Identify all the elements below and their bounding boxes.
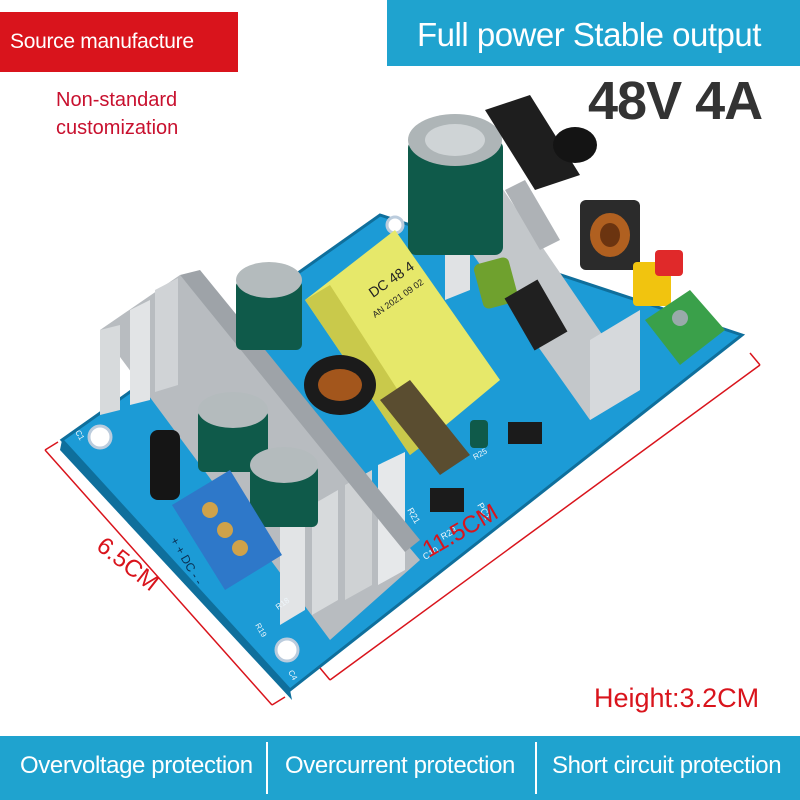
headline-banner: Full power Stable output xyxy=(387,0,800,66)
manufacturer-banner: Source manufacture xyxy=(0,12,238,72)
capacitor-small xyxy=(198,392,268,472)
optocoupler xyxy=(430,488,464,512)
mosfet xyxy=(485,95,580,190)
customization-note-line2: customization xyxy=(56,117,179,139)
feature-short-circuit: Short circuit protection xyxy=(552,752,782,779)
output-inductor xyxy=(150,430,180,500)
customization-note-line1: Non-standard xyxy=(56,89,178,111)
customization-note: Non-standard customization xyxy=(56,86,178,142)
headline-text: Full power Stable output xyxy=(417,16,761,53)
dimension-line-width xyxy=(319,352,761,681)
inductor-coil xyxy=(304,355,376,415)
capacitor-small xyxy=(250,447,318,527)
feature-divider xyxy=(535,742,537,794)
feature-overvoltage: Overvoltage protection xyxy=(20,752,253,779)
ic-chip xyxy=(508,422,542,444)
ac-terminal xyxy=(645,290,725,365)
mounting-hole xyxy=(87,424,113,450)
thermistor xyxy=(553,127,597,163)
feature-divider xyxy=(266,742,268,794)
manufacturer-banner-text: Source manufacture xyxy=(10,30,194,53)
inductor-coil xyxy=(580,200,640,270)
fuse xyxy=(655,250,683,276)
capacitor-medium xyxy=(236,262,302,350)
film-capacitor xyxy=(474,257,518,309)
features-bar: Overvoltage protection Overcurrent prote… xyxy=(0,736,800,800)
mounting-hole xyxy=(274,637,300,663)
capacitor-large xyxy=(408,114,503,255)
dimension-line-depth xyxy=(44,441,286,706)
product-photo: DC 48 4 AN 2021 09 02 + + DC - - R21 R23… xyxy=(44,95,761,706)
rectifier xyxy=(504,279,568,351)
spec-label: 48V 4A xyxy=(588,71,763,131)
feature-overcurrent: Overcurrent protection xyxy=(285,752,515,779)
small-capacitor xyxy=(470,420,488,448)
height-dimension-label: Height:3.2CM xyxy=(594,683,760,713)
